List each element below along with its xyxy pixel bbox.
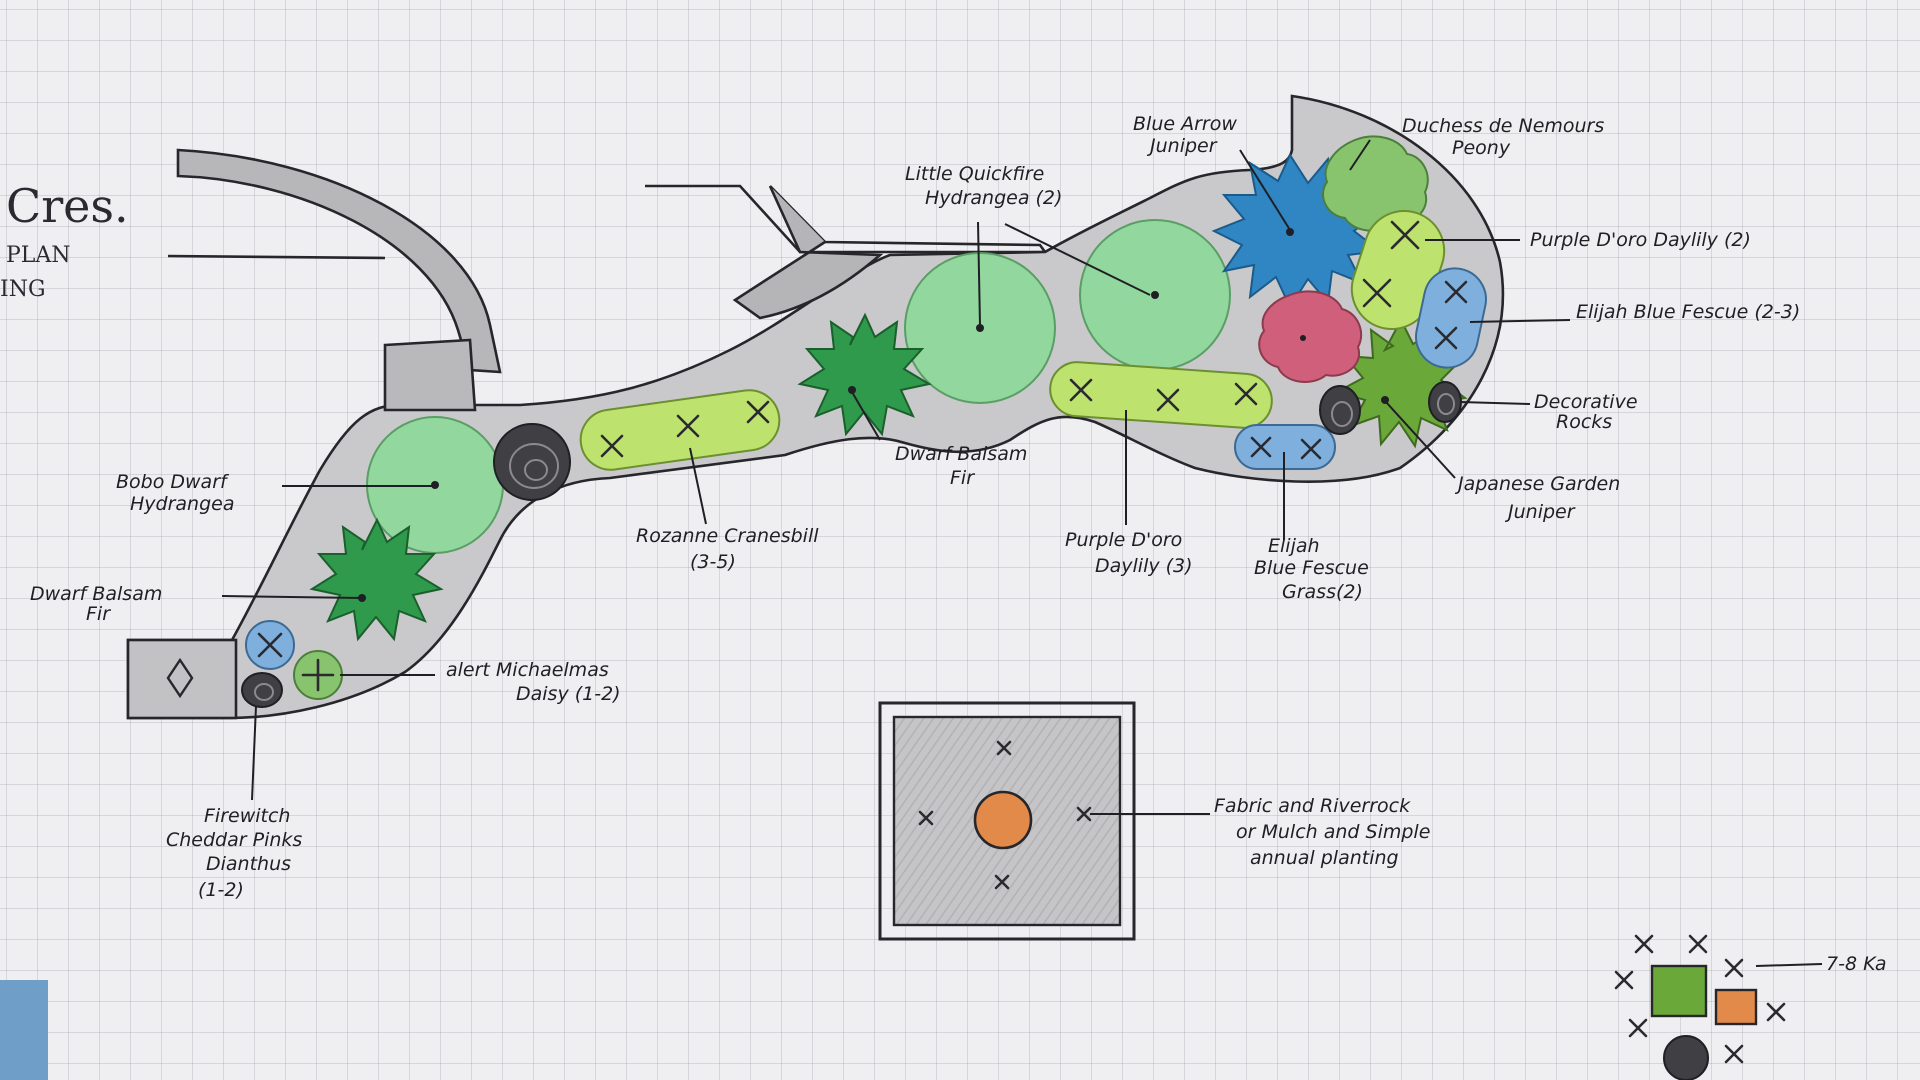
label-firewitch: Firewitch Cheddar Pinks Dianthus (1-2) [166, 805, 302, 901]
label-line: Purple D'oro Daylily (2) [1530, 229, 1751, 251]
label-blue-arrow-juniper: Blue Arrow Juniper [1133, 113, 1237, 157]
label-line: Fabric and Riverrock [1214, 795, 1411, 817]
alert-michaelmas-daisy [293, 650, 343, 700]
label-line: Hydrangea (2) [925, 187, 1062, 209]
label-line: Blue Arrow [1133, 113, 1237, 135]
label-line: Juniper [1504, 501, 1576, 523]
label-line: Peony [1452, 137, 1511, 159]
firewitch-rock [241, 672, 283, 708]
label-line: Blue Fescue [1254, 557, 1369, 579]
label-line: Bobo Dwarf [116, 471, 230, 493]
label-line: Purple D'oro [1065, 529, 1182, 551]
ka-planting-cluster [1614, 934, 1823, 1080]
label-duchess-peony: Duchess de Nemours Peony [1402, 115, 1604, 159]
dwarf-balsam-fir-mid [797, 312, 932, 437]
label-line: (3-5) [690, 551, 736, 573]
label-line: Dwarf Balsam [895, 443, 1027, 465]
purple-doro-daylily-2 [1350, 209, 1446, 331]
decorative-rock-right-1 [1319, 385, 1361, 435]
curved-walkway [176, 148, 502, 374]
blue-corner-tab [0, 980, 48, 1080]
ing-subtitle: ING [0, 277, 46, 302]
label-dwarf-fir-left: Dwarf Balsam Fir [30, 583, 162, 625]
rozanne-cranesbill [579, 389, 781, 471]
label-bobo: Bobo Dwarf Hydrangea [116, 471, 234, 515]
label-line: Fir [950, 467, 975, 489]
firewitch-dianthus-blue [245, 620, 295, 670]
street-title: Cres. [6, 179, 129, 233]
decorative-rock-left [493, 423, 571, 501]
label-little-quickfire: Little Quickfire Hydrangea (2) [905, 163, 1062, 209]
label-line: Daylily (3) [1095, 555, 1193, 577]
label-elijah-fescue-2-3: Elijah Blue Fescue (2-3) [1576, 301, 1800, 323]
label-line: Fir [86, 603, 111, 625]
label-line: Duchess de Nemours [1402, 115, 1604, 137]
label-line: Grass(2) [1282, 581, 1363, 603]
label-line: (1-2) [198, 879, 244, 901]
driveway-inner [732, 185, 884, 320]
label-line: Decorative [1534, 391, 1638, 413]
label-alert-daisy: alert Michaelmas Daisy (1-2) [446, 659, 621, 705]
elijah-blue-fescue-grass-2 [1234, 424, 1336, 470]
label-line: 7-8 Ka [1826, 953, 1887, 975]
label-line: Dianthus [206, 853, 291, 875]
label-line: Elijah Blue Fescue (2-3) [1576, 301, 1800, 323]
label-line: Dwarf Balsam [30, 583, 162, 605]
little-quickfire-hydrangea-1 [904, 252, 1056, 404]
label-line: Hydrangea [130, 493, 234, 515]
label-dwarf-fir-mid: Dwarf Balsam Fir [895, 443, 1027, 489]
elijah-blue-fescue-2-3 [1415, 267, 1487, 369]
planter-box [878, 701, 1136, 941]
label-line: Cheddar Pinks [166, 829, 302, 851]
label-fabric-riverrock: Fabric and Riverrock or Mulch and Simple… [1214, 795, 1430, 869]
diamond-marker [166, 657, 194, 699]
label-elijah-grass: Elijah Blue Fescue Grass(2) [1254, 535, 1369, 603]
label-line: Firewitch [204, 805, 290, 827]
label-line: Rocks [1556, 411, 1612, 433]
label-line: annual planting [1250, 847, 1399, 869]
label-line: Japanese Garden [1454, 473, 1620, 495]
label-japanese-juniper: Japanese Garden Juniper [1454, 473, 1620, 523]
leader-lines [221, 139, 1571, 815]
label-line: Rozanne Cranesbill [636, 525, 819, 547]
label-purple-doro-3: Purple D'oro Daylily (3) [1065, 529, 1193, 577]
decorative-rock-right-2 [1428, 381, 1462, 423]
red-shrub [1258, 290, 1363, 383]
label-ka: 7-8 Ka [1826, 953, 1887, 975]
little-quickfire-hydrangea-2 [1079, 219, 1231, 371]
walkway-edge-line [167, 254, 386, 260]
label-purple-doro-2: Purple D'oro Daylily (2) [1530, 229, 1751, 251]
label-line: Daisy (1-2) [516, 683, 621, 705]
label-line: Juniper [1146, 135, 1218, 157]
label-line: Elijah [1268, 535, 1320, 557]
label-line: or Mulch and Simple [1236, 821, 1430, 843]
patio-block [126, 638, 238, 720]
walk-connector [383, 338, 477, 412]
label-line: alert Michaelmas [446, 659, 609, 681]
label-line: Little Quickfire [905, 163, 1044, 185]
purple-doro-daylily-3 [1049, 361, 1273, 429]
label-decorative-rocks: Decorative Rocks [1534, 391, 1638, 433]
label-rozanne: Rozanne Cranesbill (3-5) [636, 525, 819, 573]
plan-subtitle: PLAN [6, 243, 71, 268]
